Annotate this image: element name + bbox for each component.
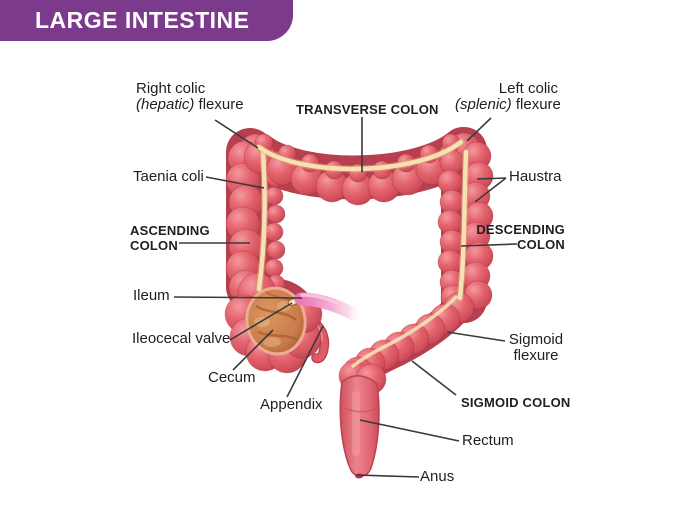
leader-descending-colon bbox=[460, 243, 518, 247]
page-title: LARGE INTESTINE bbox=[35, 7, 250, 33]
label-sigmoid-colon: SIGMOID COLON bbox=[461, 395, 571, 410]
label-sigmoid-flexure: Sigmoid flexure bbox=[508, 331, 564, 364]
title-banner: LARGE INTESTINE bbox=[0, 0, 293, 41]
leader-cecum bbox=[232, 329, 274, 371]
leader-ileum bbox=[173, 296, 303, 299]
leader-anus bbox=[355, 474, 420, 478]
leader-sigmoid-colon bbox=[411, 360, 457, 396]
leader-sigmoid-flexure bbox=[446, 331, 506, 342]
label-ascending-colon: ASCENDING COLON bbox=[130, 223, 210, 253]
label-right-colic-flexure: Right colic (hepatic) flexure bbox=[136, 80, 244, 113]
leader-appendix bbox=[286, 325, 324, 398]
label-descending-colon: DESCENDING COLON bbox=[476, 222, 565, 252]
taenia-coli-stripe bbox=[255, 138, 470, 368]
ileum bbox=[294, 292, 361, 321]
label-transverse-colon: TRANSVERSE COLON bbox=[296, 102, 439, 117]
label-rectum: Rectum bbox=[462, 432, 514, 449]
leader-rectum bbox=[359, 419, 460, 442]
label-appendix: Appendix bbox=[260, 396, 323, 413]
leader-left-colic-flexure bbox=[466, 117, 492, 142]
leader-haustra bbox=[474, 177, 507, 203]
label-anus: Anus bbox=[420, 468, 455, 485]
leader-right-colic-flexure bbox=[214, 119, 259, 149]
label-cecum: Cecum bbox=[208, 369, 256, 386]
leader-ileocecal-valve bbox=[229, 302, 293, 341]
label-left-colic-flexure: Left colic (splenic) flexure bbox=[455, 80, 561, 113]
rectum bbox=[339, 375, 380, 479]
leader-taenia-coli bbox=[205, 176, 265, 189]
label-haustra: Haustra bbox=[509, 168, 562, 185]
label-ileocecal-valve: Ileocecal valve bbox=[132, 330, 231, 347]
leader-lines bbox=[173, 117, 518, 478]
label-ileum: Ileum bbox=[133, 287, 170, 304]
label-taenia-coli: Taenia coli bbox=[133, 168, 204, 185]
